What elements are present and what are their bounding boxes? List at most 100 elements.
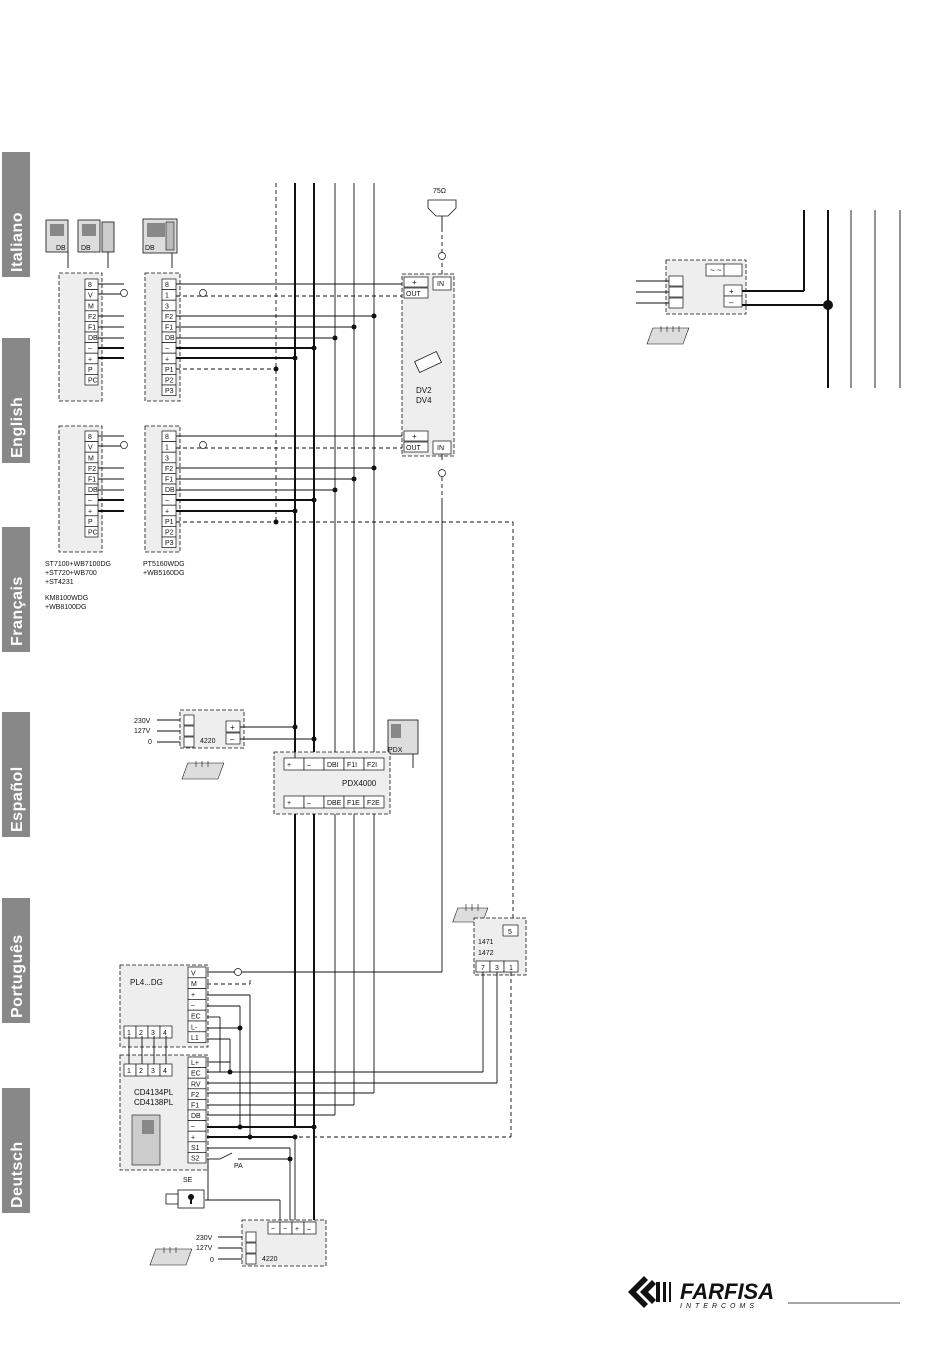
monitor-b-bottom-terminal-cell-10	[161, 536, 177, 548]
psu-top-right: ~ ~ + –	[636, 210, 901, 388]
lang-tab-italiano: Italiano	[9, 212, 26, 272]
lang-tab-francais: Français	[9, 576, 26, 646]
monitor-a-bottom-terminal-label-9: PC	[88, 530, 98, 537]
pdx-bottom-terminal-label-3: F1E	[347, 800, 360, 807]
monitor-b-top-terminal-label-6: –	[165, 346, 169, 353]
monitor-a-top-terminal-label-9: PC	[88, 378, 98, 385]
psu-b-terminal-label-2: +	[295, 1226, 299, 1233]
lang-tab-portugues: Português	[9, 934, 26, 1018]
monitor-b-top-terminal-label-1: 1	[165, 293, 169, 300]
lang-tab-english: English	[9, 397, 26, 458]
model-st4231: +ST4231	[45, 579, 74, 586]
monitor-b-top-terminal-label-2: 3	[165, 303, 169, 310]
psu-4220-b: 230V 127V 0 4220 ~~+–	[149, 1219, 327, 1267]
cd-button-label-0: 1	[127, 1068, 131, 1075]
model-st720: +ST720+WB700	[45, 570, 97, 577]
model-st7100: ST7100+WB7100DG	[45, 561, 111, 568]
monitor-b-bottom-terminal-label-10: P3	[165, 540, 174, 547]
psu-a-plus: +	[230, 723, 235, 732]
monitor-b-bottom-terminal-label-6: –	[165, 498, 169, 505]
relay-terminal-5: 5	[508, 929, 512, 936]
psu-b-0v: 0	[210, 1257, 214, 1264]
distributor-model-dv2: DV2	[416, 386, 432, 395]
cd-terminal-label-8: S1	[191, 1145, 200, 1152]
psu-a-230v: 230V	[134, 718, 151, 725]
psu-top-ac-label: ~ ~	[710, 266, 722, 275]
pl4-terminal-label-0: V	[191, 970, 196, 977]
cd-terminal-label-3: F2	[191, 1092, 199, 1099]
termination-label: 75Ω	[433, 188, 446, 195]
relay-model-1471: 1471	[478, 939, 494, 946]
monitor-a-bottom-terminal-cell-9	[84, 526, 99, 538]
pdx-top-terminal-label-1: –	[307, 762, 311, 769]
cd-terminal-label-4: F1	[191, 1103, 199, 1110]
distributor-out-2: OUT	[406, 445, 422, 452]
psu-a-127v: 127V	[134, 728, 151, 735]
psu-a-minus: –	[230, 735, 235, 744]
farfisa-logo: FARFISA INTERCOMS	[628, 1276, 900, 1310]
psu-b-terminal-label-1: ~	[283, 1226, 287, 1233]
monitor-b-bottom-terminal-label-0: 8	[165, 434, 169, 441]
pdx-model: PDX4000	[342, 779, 377, 788]
pl4-terminal-label-1: M	[191, 981, 197, 988]
monitor-group-a-icons: DB DB	[45, 219, 115, 268]
monitor-a-models: ST7100+WB7100DG +ST720+WB700 +ST4231 KM8…	[45, 561, 111, 611]
monitor-a-top-terminal-label-6: –	[88, 346, 92, 353]
monitor-b-bottom-terminal-label-7: +	[165, 508, 169, 515]
monitor-b-top-terminal-label-4: F1	[165, 325, 173, 332]
monitor-a-db-label-1: DB	[56, 245, 66, 252]
pl4-button-label-2: 3	[151, 1030, 155, 1037]
cd-terminal-label-0: L+	[191, 1060, 199, 1067]
pa-label: PA	[234, 1163, 243, 1170]
brand-name: FARFISA	[680, 1279, 774, 1304]
psu-b-terminal-label-3: –	[307, 1226, 311, 1233]
model-wb8100: +WB8100DG	[45, 604, 86, 611]
monitor-b-top-terminal-label-5: DB	[165, 335, 175, 342]
pdx-top-terminal-label-3: F1I	[347, 762, 357, 769]
cd-terminal-label-6: –	[191, 1124, 195, 1131]
pl4-terminal-label-2: +	[191, 992, 195, 999]
cd-model-4134: CD4134PL	[134, 1088, 174, 1097]
psu-b-127v: 127V	[196, 1245, 213, 1252]
relay-terminal-1: 1	[509, 965, 513, 972]
monitor-a-top-terminal-label-5: DB	[88, 335, 98, 342]
monitor-a-bottom-terminal-label-8: P	[88, 519, 93, 526]
monitor-group-b-icon: DB	[142, 218, 178, 268]
pl4-terminal-label-5: L-	[191, 1024, 198, 1031]
monitor-a-top-terminal-label-7: +	[88, 356, 92, 363]
relay-terminal-3: 3	[495, 965, 499, 972]
psu-b-230v: 230V	[196, 1235, 213, 1242]
relay-model-1472: 1472	[478, 950, 494, 957]
psu-b-terminal-cell-3	[303, 1221, 317, 1235]
pl4-terminal-cell-6	[187, 1031, 207, 1043]
monitor-a-db-label-2: DB	[81, 245, 91, 252]
cd-button-label-2: 3	[151, 1068, 155, 1075]
pdx-top-terminal-label-0: +	[287, 762, 291, 769]
pdx-top-terminal-cell-4	[363, 757, 385, 771]
bus-junctions	[273, 313, 377, 742]
monitor-a-top-terminal-label-0: 8	[88, 282, 92, 289]
pl4-terminal-label-4: EC	[191, 1014, 201, 1021]
cd-button-label-3: 4	[163, 1068, 167, 1075]
monitor-a-top-terminal-label-2: M	[88, 303, 94, 310]
monitor-b-wires	[120, 283, 514, 918]
cd-terminal-label-5: DB	[191, 1113, 201, 1120]
distributor-model-dv4: DV4	[416, 396, 432, 405]
monitor-b-top-terminal-label-7: +	[165, 356, 169, 363]
monitor-b-top-terminal-cell-10	[161, 384, 177, 396]
monitor-a-bottom-terminal-label-6: –	[88, 498, 92, 505]
monitor-a-bottom-terminal-label-3: F2	[88, 466, 96, 473]
monitor-a-top-terminal-label-3: F2	[88, 314, 96, 321]
monitor-b-bottom-terminal-label-4: F1	[165, 477, 173, 484]
monitor-a-bottom-terminal-label-0: 8	[88, 434, 92, 441]
psu-top-minus: –	[729, 298, 734, 307]
psu-a-0v: 0	[148, 739, 152, 746]
pl4-button-label-0: 1	[127, 1030, 131, 1037]
pdx-bottom-terminal-label-0: +	[287, 800, 291, 807]
pdx-device-label: PDX	[388, 747, 403, 754]
